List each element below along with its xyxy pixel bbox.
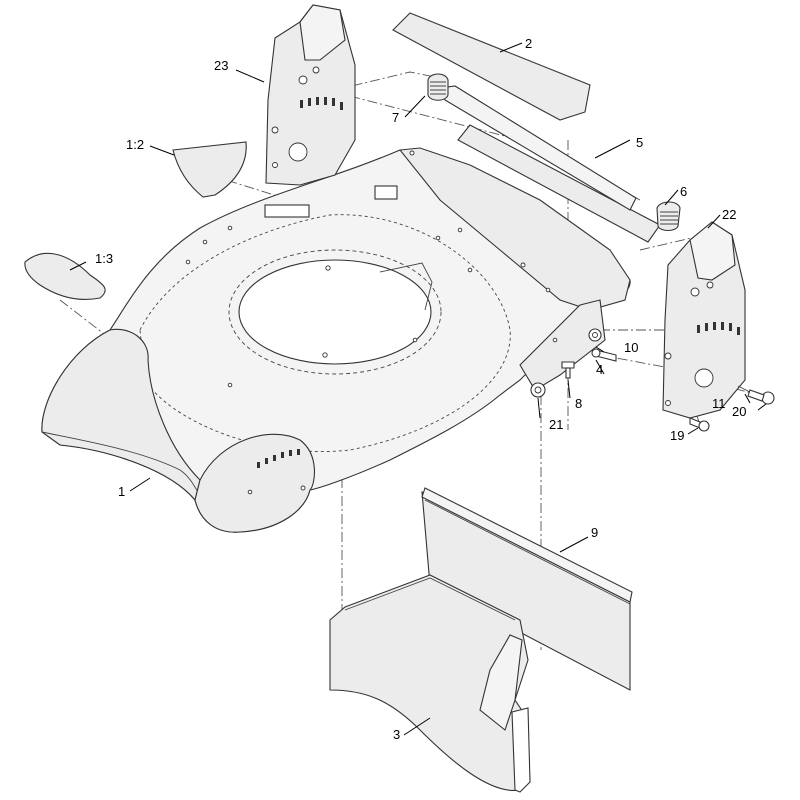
callout-2: 2 [525,36,532,51]
deck-insert-1-2 [172,141,247,198]
mower-deck [41,147,631,533]
callout-3: 3 [393,727,400,742]
callout-10: 10 [624,340,638,355]
spring-6 [656,201,681,232]
callout-21: 21 [549,417,563,432]
callout-7: 7 [392,110,399,125]
callout-11: 11 [712,396,726,411]
height-adjust-bracket-22 [662,221,746,419]
callout-23: 23 [214,58,228,73]
callout-6: 6 [680,184,687,199]
callout-labels: 23 1:2 1:3 2 7 5 6 22 1 10 4 8 21 11 20 … [95,36,746,742]
callout-19: 19 [670,428,684,443]
rear-flap-top-2 [392,12,591,121]
height-adjust-bracket-23 [265,4,356,186]
callout-8: 8 [575,396,582,411]
callout-5: 5 [636,135,643,150]
callout-22: 22 [722,207,736,222]
deck-insert-1-3 [24,252,106,301]
callout-9: 9 [591,525,598,540]
callout-20: 20 [732,404,746,419]
fasteners [530,328,775,432]
callout-1-2: 1:2 [126,137,144,152]
leader-lines [69,42,767,736]
callout-4: 4 [596,362,603,377]
callout-1: 1 [118,484,125,499]
grass-chute-3 [329,574,531,793]
rear-flap-9 [421,487,633,691]
spring-7 [427,73,449,101]
callout-1-3: 1:3 [95,251,113,266]
